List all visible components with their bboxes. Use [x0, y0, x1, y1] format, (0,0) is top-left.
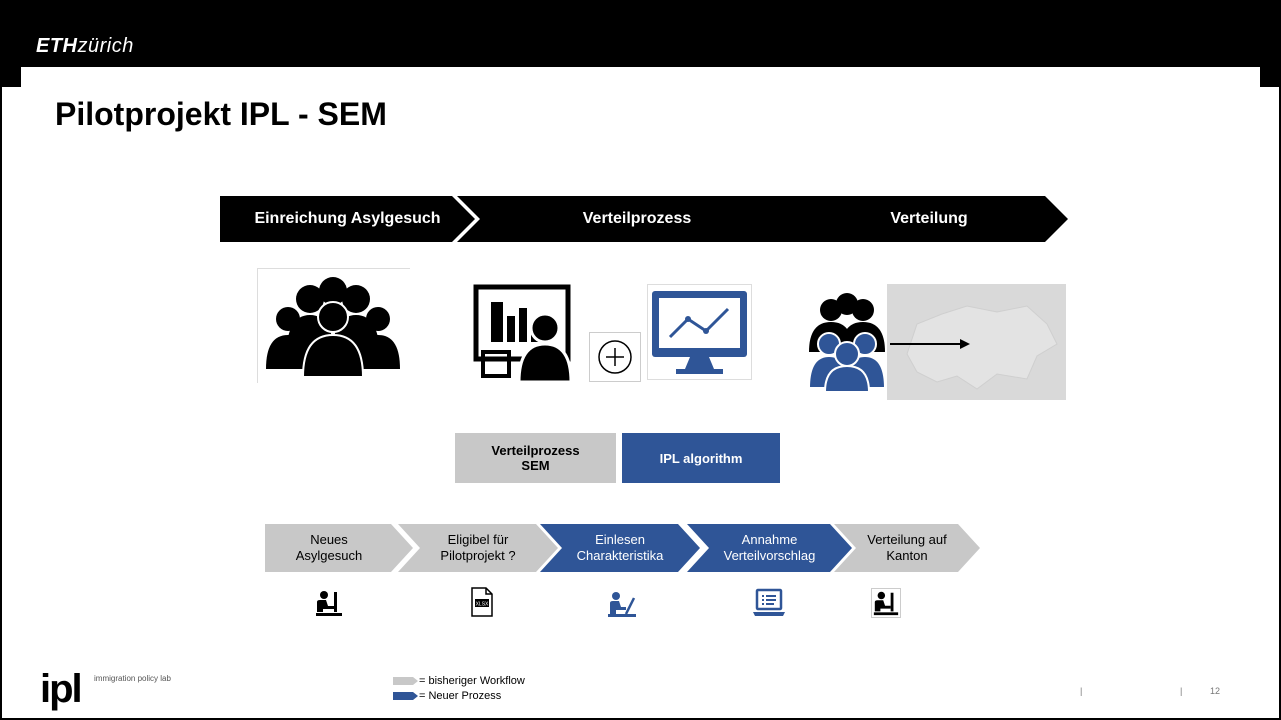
legend-new-label: = Neuer Prozess — [419, 690, 502, 702]
plus-circle-icon — [598, 340, 632, 374]
page-title: Pilotprojekt IPL - SEM — [55, 96, 387, 132]
dashboard-presenter-image — [473, 284, 583, 384]
xlsx-file-icon: XLSX — [468, 586, 496, 618]
box-verteilprozess-sem: Verteilprozess SEM — [455, 433, 616, 483]
eth-logo: ETHzürich — [36, 35, 134, 57]
dashboard-presenter-icon — [473, 284, 573, 384]
top-bar — [0, 0, 1281, 67]
arrow-right-icon — [890, 337, 970, 351]
step-verteilung-kanton-label: Verteilung auf Kanton — [867, 532, 947, 563]
step-eligibel-label: Eligibel für Pilotprojekt ? — [440, 532, 516, 563]
people-group-icon — [266, 277, 400, 378]
monitor-image — [647, 284, 752, 380]
page-number: 12 — [1210, 686, 1221, 696]
step-einlesen-label: Einlesen Charakteristika — [576, 532, 664, 563]
step-annahme: Annahme Verteilvorschlag — [687, 524, 852, 572]
ipl-logo: ipl immigration policy lab — [40, 667, 171, 711]
box-ipl-algorithm-label: IPL algorithm — [659, 450, 743, 466]
step-neues-asylgesuch-label: Neues Asylgesuch — [295, 532, 363, 563]
laptop-list-icon — [752, 588, 786, 618]
phase-distribution-process-label: Verteilprozess — [582, 210, 692, 227]
step-annahme-label: Annahme Verteilvorschlag — [723, 532, 816, 563]
phase-submission: Einreichung Asylgesuch — [220, 196, 475, 242]
plus-image — [589, 332, 641, 382]
step-neues-asylgesuch: Neues Asylgesuch — [265, 524, 413, 572]
person-desk-icon — [871, 588, 901, 618]
person-desk-icon — [314, 588, 344, 618]
legend-old-swatch — [393, 677, 418, 685]
monitor-chart-icon — [652, 291, 747, 374]
svg-text:XLSX: XLSX — [476, 602, 489, 608]
footer-separator-1: | — [1080, 686, 1083, 696]
legend-old: = bisheriger Workflow — [393, 675, 525, 687]
phase-distribution-process: Verteilprozess — [457, 196, 817, 242]
legend-old-label: = bisheriger Workflow — [419, 675, 525, 687]
top-bar-notch-left — [0, 67, 21, 87]
step-eligibel: Eligibel für Pilotprojekt ? — [398, 524, 558, 572]
legend-new: = Neuer Prozess — [393, 690, 501, 702]
ipl-logo-word: ipl — [40, 667, 83, 711]
phase-submission-label: Einreichung Asylgesuch — [254, 210, 441, 227]
switzerland-map-icon — [906, 305, 1058, 390]
legend-new-swatch — [393, 692, 418, 700]
ipl-logo-subtitle: immigration policy lab — [94, 674, 171, 683]
footer-separator-2: | — [1180, 686, 1183, 696]
people-group-blue-icon — [807, 293, 887, 393]
phase-distribution: Verteilung — [790, 196, 1068, 242]
box-verteilprozess-sem-label: Verteilprozess SEM — [491, 443, 580, 473]
step-verteilung-kanton: Verteilung auf Kanton — [834, 524, 980, 572]
switzerland-map-image — [887, 284, 1066, 400]
people-group-image — [257, 268, 410, 383]
phase-distribution-label: Verteilung — [890, 210, 968, 227]
box-ipl-algorithm: IPL algorithm — [622, 433, 780, 483]
step-einlesen: Einlesen Charakteristika — [540, 524, 700, 572]
person-laptop-icon — [606, 590, 640, 618]
people-group-blue-image — [807, 292, 887, 393]
top-bar-notch-right — [1260, 67, 1281, 87]
